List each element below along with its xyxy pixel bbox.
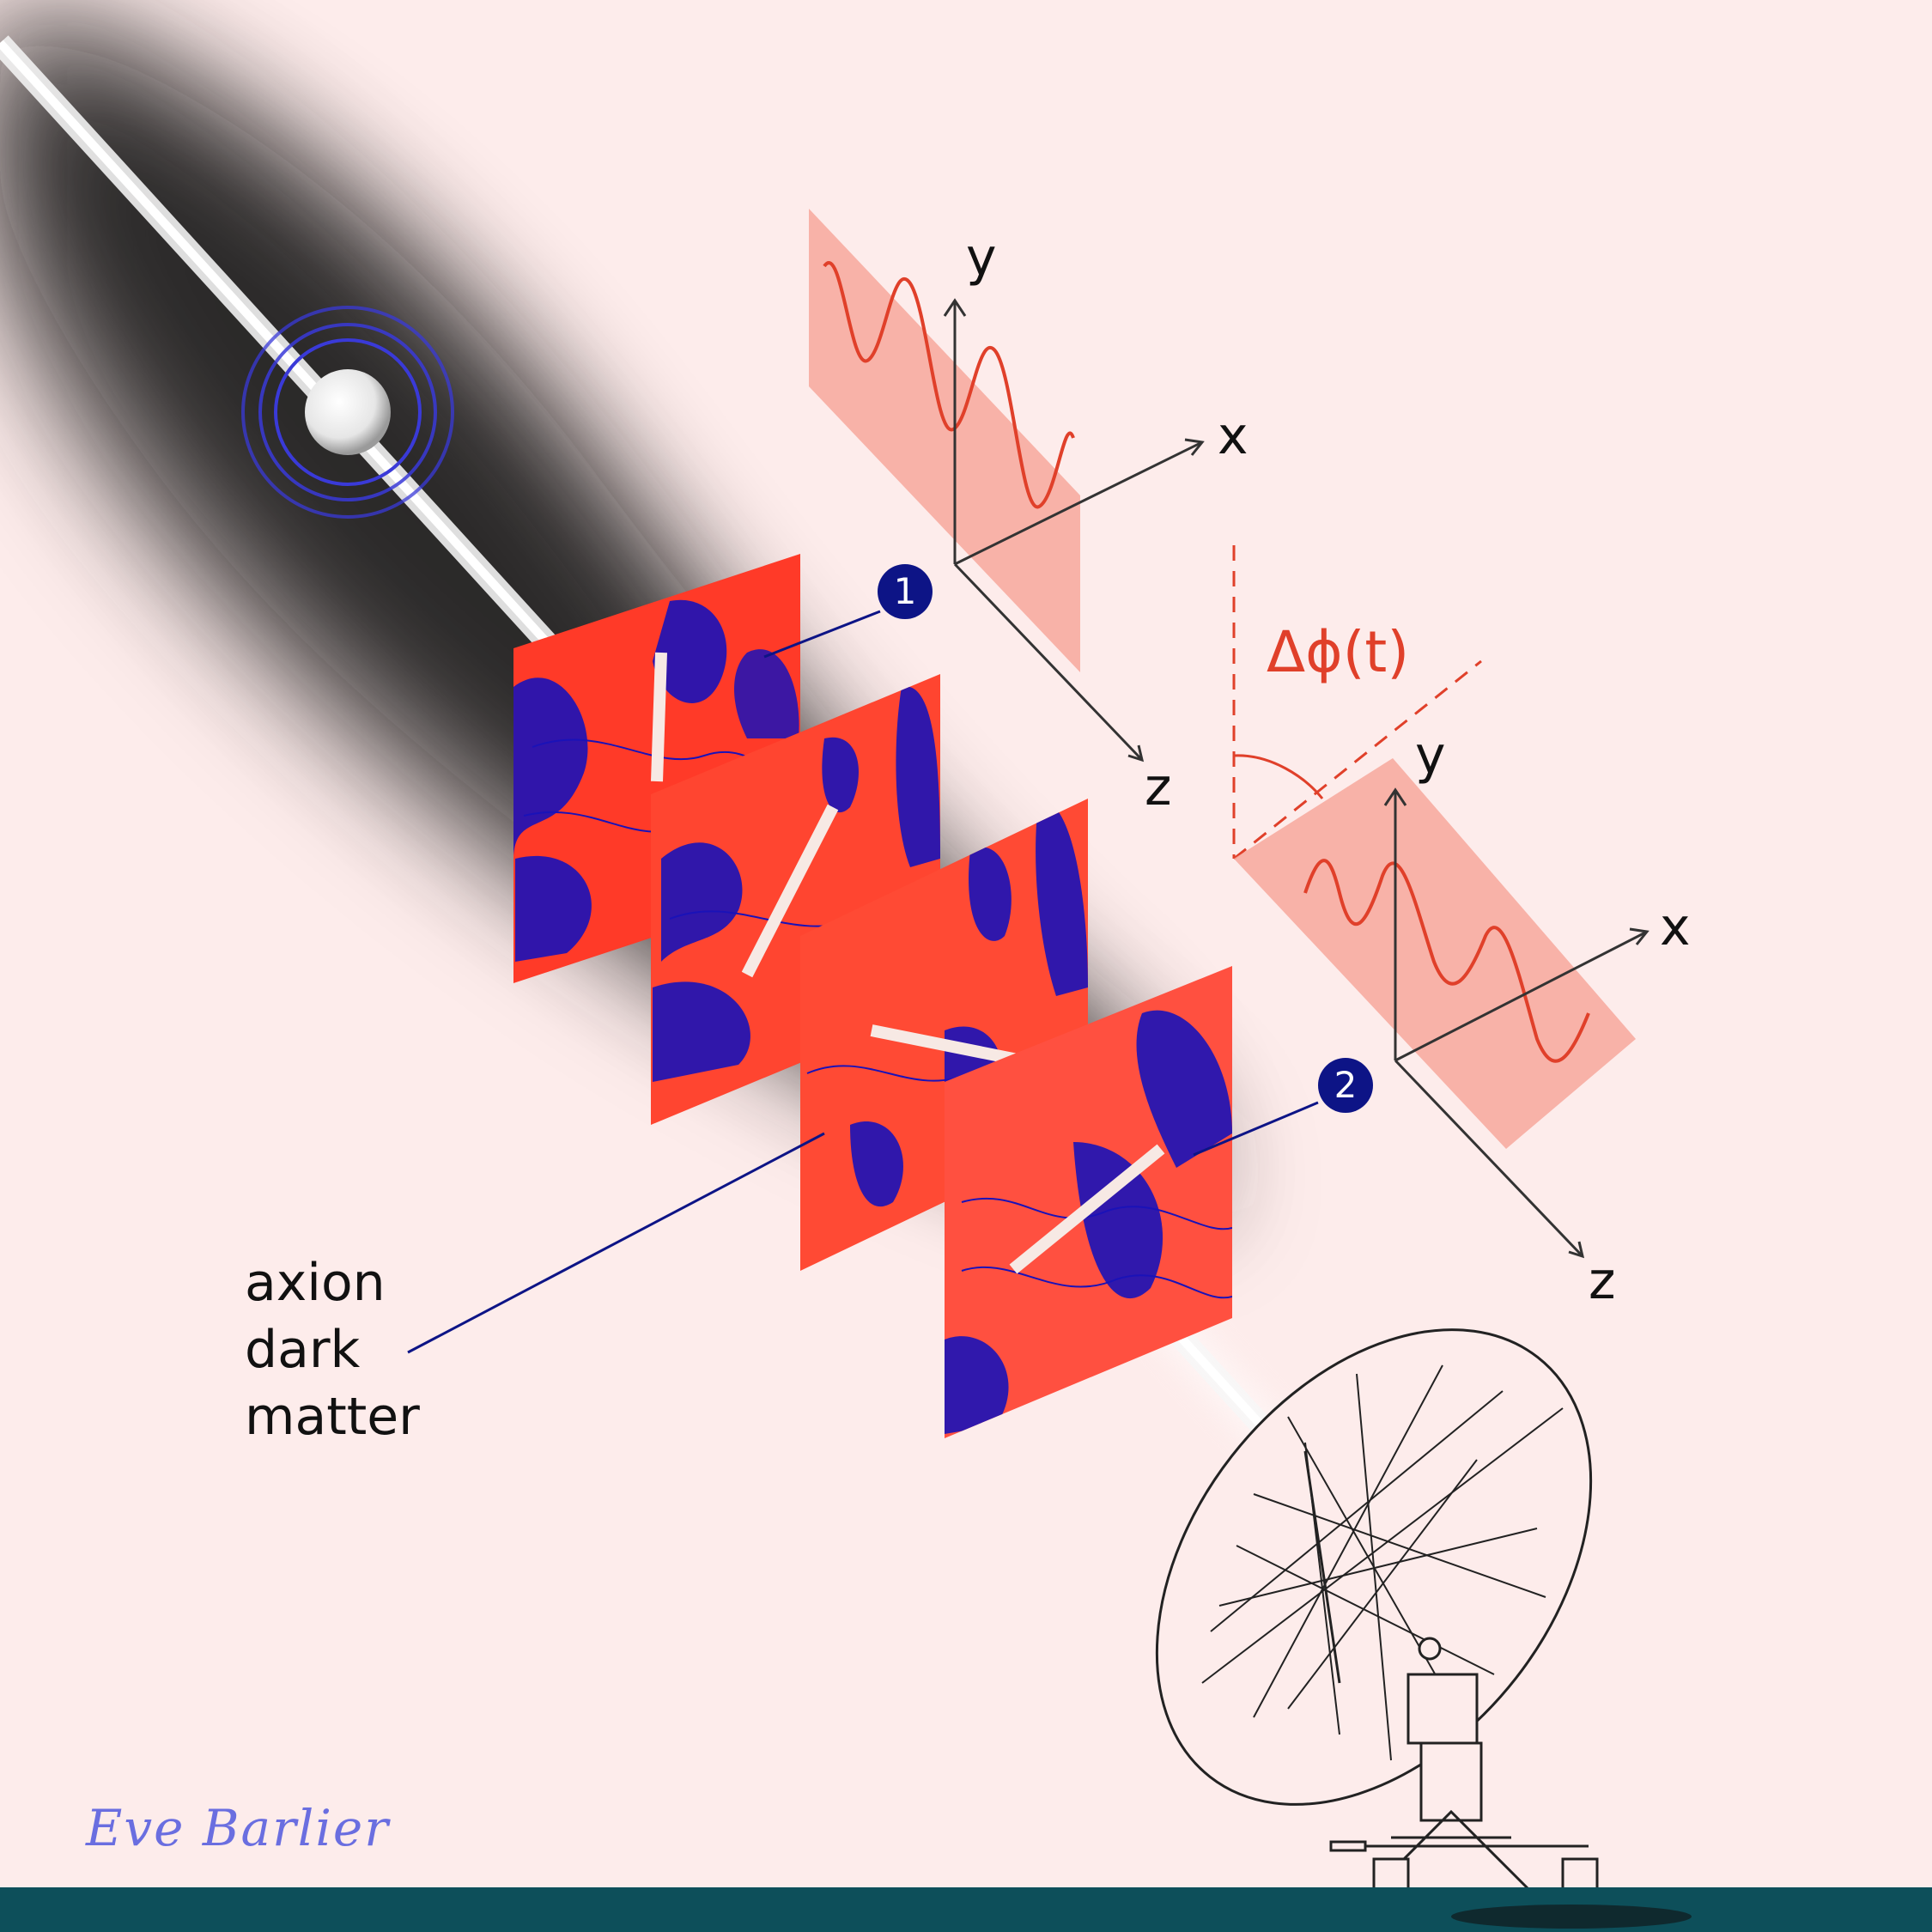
z-axis-label-top: z [1145, 757, 1172, 817]
z-axis-label-bottom: z [1589, 1251, 1616, 1311]
ground [0, 1887, 1932, 1932]
radio-telescope-icon [1155, 1328, 1599, 1891]
z-axis-top [953, 562, 1144, 762]
x-axis-top [954, 440, 1203, 566]
axion-dark-matter-label: axion dark matter [245, 1253, 420, 1447]
marker-2: 2 [1318, 1058, 1373, 1113]
leader-line-axion [407, 1132, 825, 1354]
axion-patches [513, 554, 1232, 1438]
leader-line-2 [1193, 1101, 1319, 1157]
y-axis-label-bottom: y [1415, 726, 1446, 786]
y-axis-label-top: y [966, 228, 997, 288]
wave-panel-bottom [1234, 758, 1649, 1259]
artist-signature: Eve Barlier [86, 1799, 390, 1857]
z-axis-bottom [1394, 1059, 1584, 1258]
x-axis-label-bottom: x [1660, 897, 1691, 957]
x-axis-bottom [1394, 930, 1648, 1062]
leader-lines [407, 610, 1319, 1354]
wave-panel-top [809, 209, 1205, 762]
phase-difference-label: Δϕ(t) [1267, 619, 1410, 685]
x-axis-label-top: x [1218, 406, 1249, 466]
leader-line-1 [763, 610, 881, 659]
phase-reference [1232, 545, 1482, 860]
pulsar-icon [241, 306, 454, 519]
marker-1: 1 [878, 564, 933, 619]
